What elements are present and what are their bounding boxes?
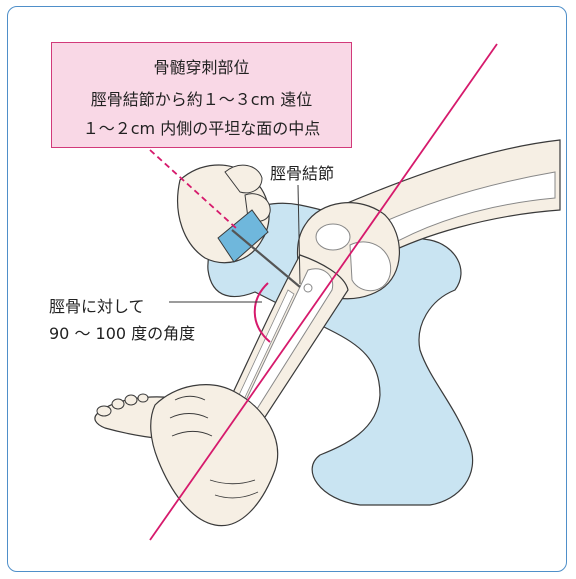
angle-label-line-2: 90 ～ 100 度の角度 bbox=[49, 320, 195, 344]
callout-title: 骨髄穿刺部位 bbox=[52, 54, 351, 78]
puncture-site-callout: 骨髄穿刺部位 脛骨結節から約１～３cm 遠位 １～２cm 内側の平坦な面の中点 bbox=[51, 42, 352, 148]
angle-label-line-1: 脛骨に対して bbox=[49, 293, 145, 317]
callout-line-1: 脛骨結節から約１～３cm 遠位 bbox=[52, 86, 351, 110]
tibial-tuberosity-label: 脛骨結節 bbox=[270, 160, 334, 184]
tibial-tuberosity-mark bbox=[304, 284, 312, 292]
patella bbox=[316, 224, 350, 250]
callout-line-2: １～２cm 内側の平坦な面の中点 bbox=[52, 115, 351, 139]
